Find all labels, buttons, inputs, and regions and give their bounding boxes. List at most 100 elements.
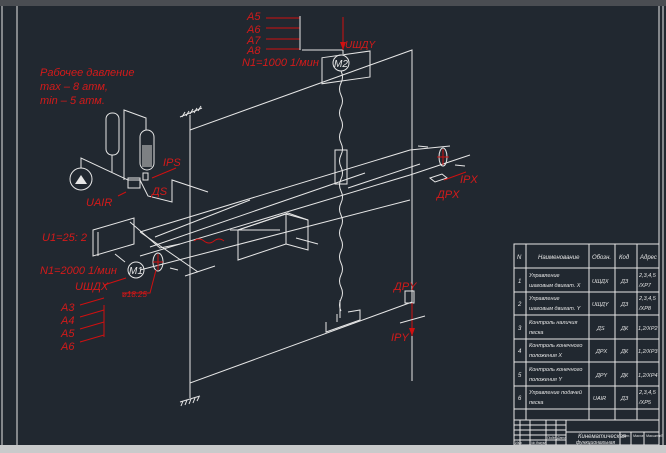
svg-text:ДPX: ДPX xyxy=(595,349,608,355)
table-header: N Наименование Обозн. Код Адрес xyxy=(517,255,657,261)
svg-text:Управление: Управление xyxy=(528,296,560,302)
viewport-bottom-bar xyxy=(0,445,666,453)
svg-text:положения X: положения X xyxy=(529,353,562,359)
pneumatic-system xyxy=(69,109,209,203)
svg-text:Управление подачей: Управление подачей xyxy=(528,389,582,396)
svg-text:6: 6 xyxy=(518,396,522,402)
m1-speed: N1=2000 1/мин xyxy=(40,265,117,277)
m1-ratio: U1=25: 2 xyxy=(42,232,87,244)
table-row: 1 Управление шаговым двигат. X UШДX ДЗ 2… xyxy=(518,273,657,289)
svg-text:5: 5 xyxy=(518,373,522,379)
m2-input-a5: A5 xyxy=(246,11,261,23)
title-block: Изм. № докум. Подп. Дата Кинематическая … xyxy=(513,419,663,446)
m1-input-a3: A3 xyxy=(60,302,75,314)
svg-text:1,2/XP3: 1,2/XP3 xyxy=(638,349,659,355)
m1-input-a5: A5 xyxy=(60,328,75,340)
svg-text:Кинематическая: Кинематическая xyxy=(578,434,627,440)
svg-text:/XP7: /XP7 xyxy=(638,283,652,289)
m1-signal: UШДX xyxy=(75,281,109,293)
svg-text:песка: песка xyxy=(529,400,543,406)
svg-text:UAIR: UAIR xyxy=(593,396,606,402)
svg-text:Контроль наличия: Контроль наличия xyxy=(529,320,577,326)
svg-text:Адрес: Адрес xyxy=(639,255,657,261)
svg-text:ДЗ: ДЗ xyxy=(620,279,629,285)
svg-text:2,3,4,5: 2,3,4,5 xyxy=(638,296,657,302)
svg-text:/XP8: /XP8 xyxy=(638,306,652,312)
svg-text:1,2/XP2: 1,2/XP2 xyxy=(638,326,658,332)
svg-text:функциональная: функциональная xyxy=(576,440,616,446)
m1-input-a6: A6 xyxy=(60,341,75,353)
svg-text:/XP5: /XP5 xyxy=(638,400,652,406)
ipx-label: IPX xyxy=(460,174,478,186)
svg-text:ДК: ДК xyxy=(620,349,629,355)
x-axis-rails xyxy=(129,145,471,277)
svg-text:шаговым двигат. Y: шаговым двигат. Y xyxy=(529,306,581,312)
signal-table xyxy=(513,243,660,421)
svg-text:ДК: ДК xyxy=(620,373,629,379)
motor-labels: M2 M1 xyxy=(129,59,348,277)
svg-text:Управление: Управление xyxy=(528,273,560,279)
motor-m2-assembly xyxy=(302,17,371,333)
svg-text:Лит.: Лит. xyxy=(621,434,630,438)
svg-text:1,2/XP4: 1,2/XP4 xyxy=(638,373,658,379)
svg-text:Обозн.: Обозн. xyxy=(592,255,611,261)
table-rows: 1 Управление шаговым двигат. X UШДX ДЗ 2… xyxy=(517,273,659,406)
svg-text:UШДY: UШДY xyxy=(592,302,609,308)
svg-text:Подп.: Подп. xyxy=(547,436,556,440)
svg-text:положения Y: положения Y xyxy=(529,377,562,383)
svg-text:2,3,4,5: 2,3,4,5 xyxy=(638,390,657,396)
signal-arrows xyxy=(79,16,467,343)
motor-m1-assembly xyxy=(92,217,179,279)
svg-text:ДК: ДК xyxy=(620,326,629,332)
pressure-title: Рабочее давление xyxy=(40,67,134,79)
dpx-label: ДPX xyxy=(435,189,460,201)
red-labels: Рабочее давление max – 8 атм, min – 5 ат… xyxy=(40,11,478,353)
svg-text:2: 2 xyxy=(517,302,522,308)
carriage-block xyxy=(237,212,319,261)
m1-label: M1 xyxy=(129,266,143,277)
svg-text:3: 3 xyxy=(518,326,522,332)
table-row: 4 Контроль конечного положения X ДPX ДК … xyxy=(518,343,659,359)
x-end-pulley xyxy=(417,145,466,183)
viewport-top-bar xyxy=(0,0,666,6)
m2-input-a8: A8 xyxy=(246,45,261,57)
svg-text:Масса: Масса xyxy=(633,434,643,438)
svg-text:ДЗ: ДЗ xyxy=(620,302,629,308)
dpy-label: ДPY xyxy=(392,281,417,293)
pulley-diameter: ø18.25 xyxy=(122,290,147,299)
uair-label: UAIR xyxy=(86,197,112,209)
svg-text:ДS: ДS xyxy=(596,326,605,332)
pressure-max: max – 8 атм, xyxy=(40,81,108,93)
svg-text:1: 1 xyxy=(518,279,521,285)
pressure-min: min – 5 атм. xyxy=(40,95,105,107)
table-row: 2 Управление шаговым двигат. Y UШДY ДЗ 2… xyxy=(517,296,657,312)
machine-frame xyxy=(179,49,413,407)
ipy-label: IPY xyxy=(391,332,409,344)
m2-input-a6: A6 xyxy=(246,24,261,36)
svg-text:Дата: Дата xyxy=(556,436,566,440)
ground-hatch-top xyxy=(179,105,203,118)
table-row: 3 Контроль наличия песка ДS ДК 1,2/XP2 xyxy=(518,320,658,336)
svg-text:UШДX: UШДX xyxy=(592,279,609,285)
ds-label: ДS xyxy=(150,186,168,198)
svg-text:ДЗ: ДЗ xyxy=(620,396,629,402)
svg-text:Код: Код xyxy=(619,255,630,261)
table-row: 5 Контроль конечного положения Y ДPY ДК … xyxy=(518,367,658,383)
y-end-sensor xyxy=(399,290,426,336)
svg-text:Масштаб: Масштаб xyxy=(646,434,663,438)
ips-label: IPS xyxy=(163,157,181,169)
m2-label: M2 xyxy=(334,59,348,70)
table-row: 6 Управление подачей песка UAIR ДЗ 2,3,4… xyxy=(518,389,657,406)
svg-text:Наименование: Наименование xyxy=(538,255,580,261)
svg-text:Изм.: Изм. xyxy=(515,441,522,445)
svg-text:N: N xyxy=(517,255,522,261)
svg-text:Контроль конечного: Контроль конечного xyxy=(529,343,582,349)
m2-speed: N1=1000 1/мин xyxy=(242,57,319,69)
svg-text:№ докум.: № докум. xyxy=(531,441,546,445)
svg-text:2,3,4,5: 2,3,4,5 xyxy=(638,273,657,279)
svg-text:Контроль конечного: Контроль конечного xyxy=(529,367,582,373)
ground-hatch-bottom xyxy=(179,395,201,407)
m2-signal: UШДY xyxy=(345,40,376,51)
svg-text:шаговым двигат. X: шаговым двигат. X xyxy=(529,283,581,289)
